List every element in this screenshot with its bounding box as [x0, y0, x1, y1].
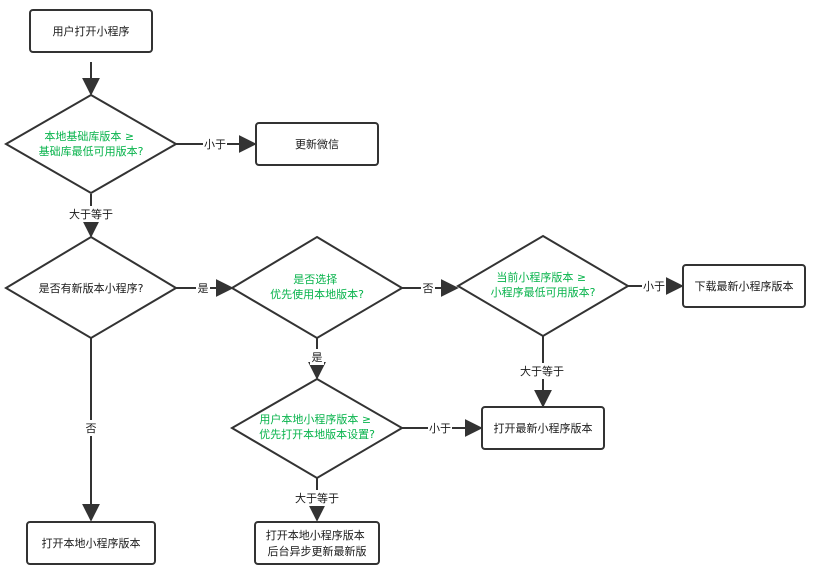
svg-text:打开本地小程序版本: 打开本地小程序版本: [42, 536, 141, 550]
edge-label-base-lib-less: 小于: [203, 136, 227, 152]
decision-text-line: 小程序最低可用版本?: [491, 285, 596, 299]
edge-label-text: 大于等于: [520, 364, 564, 378]
process-node-download-latest: 下载最新小程序版本: [682, 264, 806, 308]
svg-text:用户打开小程序: 用户打开小程序: [53, 24, 130, 38]
decision-text-line: 基础库最低可用版本?: [39, 144, 144, 158]
edge-label-user-local-less: 小于: [428, 420, 452, 436]
decision-node-base-lib: 本地基础库版本 ≥ 基础库最低可用版本?: [3, 93, 179, 195]
edge-label-text: 小于: [429, 422, 451, 435]
node-text-line: 打开本地小程序版本: [266, 528, 365, 542]
edge-label-prefer-local-no: 否: [421, 280, 435, 296]
node-box: [682, 264, 806, 308]
edge-label-prefer-local-yes: 是: [310, 349, 324, 365]
edge-label-text: 小于: [204, 138, 226, 151]
edge-label-text: 否: [86, 422, 97, 435]
edge-label-text: 是: [312, 351, 323, 364]
decision-node-prefer-local: 是否选择 优先使用本地版本?: [230, 235, 404, 340]
process-node-open-local: 打开本地小程序版本: [26, 521, 156, 565]
decision-text-line: 是否有新版本小程序?: [39, 281, 144, 295]
node-text-line: 后台异步更新最新版: [268, 544, 367, 558]
edge-label-new-version-no: 否: [84, 420, 98, 436]
decision-node-new-version: 是否有新版本小程序?: [4, 235, 178, 340]
edge-label-new-version-yes: 是: [196, 280, 210, 296]
node-box: [26, 521, 156, 565]
node-box: [255, 122, 379, 166]
svg-text:当前小程序版本 ≥ 小程序最低可用版本?: 当前小程序版本 ≥ 小程序最低可用版本?: [491, 270, 596, 299]
svg-text:更新微信: 更新微信: [295, 137, 339, 151]
node-box: [254, 521, 380, 565]
process-node-update-wechat: 更新微信: [255, 122, 379, 166]
decision-diamond: [456, 234, 630, 338]
node-text-line: 用户打开小程序: [53, 24, 130, 38]
decision-text-line: 优先打开本地版本设置?: [259, 427, 375, 441]
node-box: [29, 9, 153, 53]
decision-text-line: 用户本地小程序版本 ≥: [259, 412, 371, 426]
svg-text:是否选择 优先使用本地版本?: 是否选择 优先使用本地版本?: [270, 272, 364, 301]
edge-label-text: 大于等于: [295, 491, 339, 505]
node-text-line: 更新微信: [295, 137, 339, 151]
svg-text:是否有新版本小程序?: 是否有新版本小程序?: [39, 281, 144, 295]
decision-diamond: [3, 93, 179, 195]
decision-diamond: [230, 235, 404, 340]
edge-label-text: 大于等于: [69, 207, 113, 221]
svg-text:打开最新小程序版本: 打开最新小程序版本: [494, 421, 593, 435]
decision-diamond: [230, 377, 404, 480]
process-node-open-local-async: 打开本地小程序版本 后台异步更新最新版: [254, 521, 380, 565]
svg-text:下载最新小程序版本: 下载最新小程序版本: [695, 279, 794, 293]
decision-text-line: 是否选择: [293, 272, 337, 286]
process-node-open-latest: 打开最新小程序版本: [481, 406, 605, 450]
edge-labels: 小于 大于等于 是 否 否 是 小于 大于等于: [67, 136, 666, 506]
decision-node-user-local: 用户本地小程序版本 ≥ 优先打开本地版本设置?: [230, 377, 404, 480]
node-text-line: 打开本地小程序版本: [42, 536, 141, 550]
edge-label-current-min-less: 小于: [642, 278, 666, 294]
edge-label-current-min-ge: 大于等于: [518, 363, 568, 379]
decision-node-current-min: 当前小程序版本 ≥ 小程序最低可用版本?: [456, 234, 630, 338]
edge-label-base-lib-ge: 大于等于: [67, 206, 117, 222]
edge-label-text: 是: [198, 282, 209, 295]
node-text-line: 打开最新小程序版本: [494, 421, 593, 435]
edge-label-user-local-ge: 大于等于: [292, 490, 342, 506]
process-node-start: 用户打开小程序: [29, 9, 153, 53]
decision-text-line: 优先使用本地版本?: [270, 287, 364, 301]
edge-label-text: 否: [423, 282, 434, 295]
decision-diamond: [4, 235, 178, 340]
edge-label-text: 小于: [643, 280, 665, 293]
node-box: [481, 406, 605, 450]
decision-text-line: 当前小程序版本 ≥: [496, 270, 586, 284]
node-text-line: 下载最新小程序版本: [695, 279, 794, 293]
svg-text:打开本地小程序版本 后台异步更新最新版: 打开本地小程序版本 后台异步更新最新版: [266, 528, 369, 558]
decision-text-line: 本地基础库版本 ≥: [44, 129, 134, 143]
svg-text:本地基础库版本 ≥ 基础库最低可用版本?: 本地基础库版本 ≥ 基础库最低可用版本?: [39, 129, 144, 158]
svg-text:用户本地小程序版本 ≥ 优先打开本地版本设置?: 用户本地小程序版本 ≥ 优先打开本地版本设置?: [259, 412, 375, 441]
